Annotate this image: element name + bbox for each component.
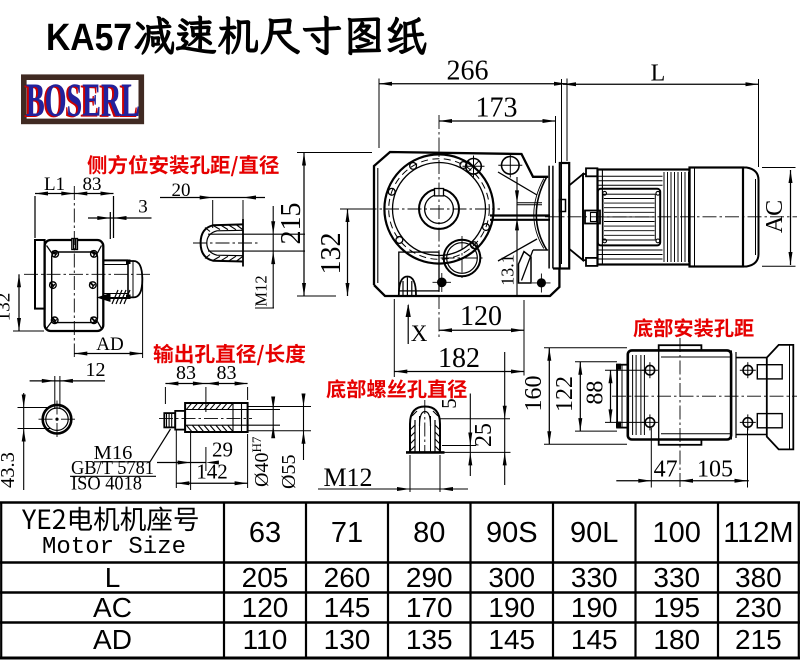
svg-text:105: 105	[697, 457, 733, 483]
svg-text:215: 215	[276, 203, 307, 245]
svg-text:71: 71	[331, 517, 363, 549]
svg-text:290: 290	[406, 562, 453, 593]
svg-text:AD: AD	[93, 624, 132, 655]
svg-text:120: 120	[460, 301, 502, 332]
svg-text:380: 380	[735, 562, 782, 593]
svg-text:BOSERL: BOSERL	[24, 75, 138, 128]
svg-text:122: 122	[552, 376, 578, 412]
svg-text:100: 100	[653, 517, 701, 549]
svg-text:KA57: KA57	[46, 17, 132, 59]
svg-text:L1: L1	[44, 174, 65, 195]
svg-text:3: 3	[138, 197, 148, 218]
svg-text:88: 88	[583, 381, 609, 405]
svg-text:ISO 4018: ISO 4018	[71, 473, 142, 495]
svg-text:145: 145	[324, 592, 371, 623]
svg-text:Motor Size: Motor Size	[42, 534, 186, 561]
svg-text:135: 135	[406, 624, 453, 655]
svg-text:132: 132	[316, 233, 347, 275]
svg-text:132: 132	[0, 293, 15, 322]
svg-text:190: 190	[571, 592, 618, 623]
svg-text:M12: M12	[323, 463, 372, 492]
svg-text:195: 195	[653, 592, 700, 623]
svg-text:Ø40H7: Ø40H7	[249, 436, 273, 487]
svg-text:83: 83	[217, 362, 237, 384]
svg-text:90S: 90S	[486, 517, 538, 549]
svg-text:205: 205	[242, 562, 289, 593]
svg-text:GB/T 5781: GB/T 5781	[71, 457, 154, 479]
svg-text:215: 215	[735, 624, 782, 655]
svg-text:145: 145	[571, 624, 618, 655]
svg-text:266: 266	[447, 56, 489, 87]
svg-text:M12: M12	[252, 275, 271, 306]
svg-text:AC: AC	[93, 592, 132, 623]
svg-text:5: 5	[437, 398, 461, 409]
svg-text:160: 160	[521, 376, 547, 412]
svg-text:L: L	[105, 562, 121, 593]
svg-text:173: 173	[476, 93, 518, 124]
svg-text:AC: AC	[762, 200, 788, 233]
svg-text:47: 47	[654, 457, 678, 483]
svg-text:29: 29	[212, 438, 233, 462]
svg-text:142: 142	[196, 460, 228, 484]
svg-text:300: 300	[488, 562, 535, 593]
svg-text:112M: 112M	[723, 517, 793, 549]
svg-text:83: 83	[83, 174, 102, 195]
svg-text:80: 80	[413, 517, 445, 549]
svg-text:12: 12	[86, 359, 106, 381]
svg-text:BOSERL: BOSERL	[26, 74, 140, 127]
svg-text:25: 25	[471, 423, 497, 447]
svg-text:X: X	[411, 321, 428, 346]
svg-text:120: 120	[242, 592, 289, 623]
svg-text:330: 330	[571, 562, 618, 593]
svg-text:170: 170	[406, 592, 453, 623]
svg-text:130: 130	[324, 624, 371, 655]
svg-text:L: L	[651, 61, 666, 87]
svg-text:90L: 90L	[570, 517, 618, 549]
svg-text:Ø55: Ø55	[278, 455, 300, 489]
svg-text:230: 230	[735, 592, 782, 623]
svg-text:145: 145	[488, 624, 535, 655]
svg-text:260: 260	[324, 562, 371, 593]
svg-text:43.3: 43.3	[0, 452, 19, 488]
svg-text:83: 83	[176, 362, 196, 384]
svg-text:13.1: 13.1	[498, 254, 518, 286]
svg-text:M16: M16	[94, 442, 133, 464]
svg-text:20: 20	[172, 180, 191, 201]
svg-text:110: 110	[243, 624, 288, 655]
svg-text:330: 330	[653, 562, 700, 593]
svg-text:63: 63	[249, 517, 281, 549]
svg-text:180: 180	[653, 624, 700, 655]
svg-text:190: 190	[488, 592, 535, 623]
svg-text:AD: AD	[96, 334, 123, 355]
svg-text:182: 182	[438, 343, 480, 374]
